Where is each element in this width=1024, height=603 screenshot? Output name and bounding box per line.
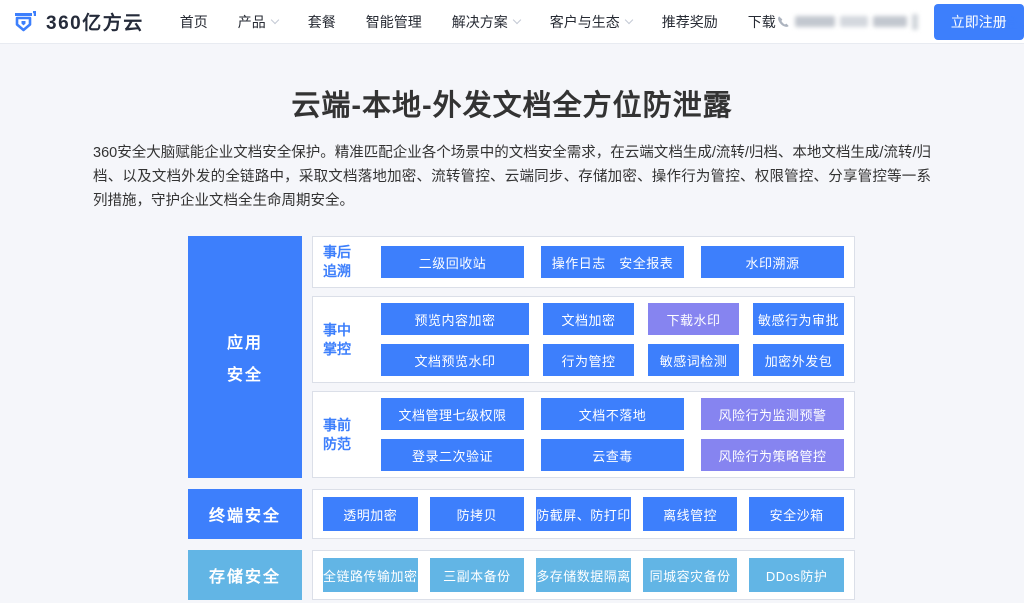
feature-box: 文档加密 — [543, 303, 634, 335]
hero-description: 360安全大脑赋能企业文档安全保护。精准匹配企业各个场景中的文档安全需求，在云端… — [93, 145, 931, 209]
group-pre-event-prevention: 事前 防范 文档管理七级权限 文档不落地 风险行为监测预警 登录二次验证 云查毒… — [312, 391, 855, 478]
storage-security-label: 存储安全 — [188, 550, 302, 600]
nav-item-plans[interactable]: 套餐 — [307, 13, 336, 30]
logo-text: 360亿方云 — [46, 13, 144, 34]
feature-box: 文档不落地 — [541, 398, 684, 430]
terminal-security-label: 终端安全 — [188, 489, 302, 539]
register-button[interactable]: 立即注册 — [933, 3, 1024, 40]
feature-box: 登录二次验证 — [381, 439, 524, 471]
app-security-row: 应用 安全 事后 追溯 二级回收站 操作日志 安全报表 水印溯源 — [188, 236, 855, 478]
feature-box: 加密外发包 — [753, 344, 844, 376]
feature-box: 水印溯源 — [701, 246, 844, 278]
chevron-down-icon — [624, 15, 633, 25]
group-storage-security: 全链路传输加密 三副本备份 多存储数据隔离 同城容灾备份 DDos防护 — [312, 550, 855, 600]
main-nav: 首页 产品 套餐 智能管理 解决方案 客户与生态 推荐奖励 下载 — [180, 12, 776, 32]
security-features-diagram: 应用 安全 事后 追溯 二级回收站 操作日志 安全报表 水印溯源 — [188, 236, 855, 600]
chevron-down-icon — [512, 15, 521, 25]
group-post-event-tracing: 事后 追溯 二级回收站 操作日志 安全报表 水印溯源 — [312, 236, 855, 288]
feature-box: 同城容灾备份 — [642, 558, 738, 592]
nav-item-home[interactable]: 首页 — [179, 13, 208, 30]
feature-box: 云查毒 — [541, 439, 684, 471]
feature-box: 风险行为监测预警 — [701, 398, 844, 430]
feature-box: 文档预览水印 — [381, 344, 529, 376]
page-title: 云端-本地-外发文档全方位防泄露 — [291, 90, 733, 122]
blurred-phone-segment — [872, 16, 907, 27]
app-security-label: 应用 安全 — [188, 236, 302, 478]
feature-box: 下载水印 — [648, 303, 739, 335]
logo[interactable]: 360亿方云 — [12, 8, 144, 35]
login-link[interactable]: 登录 — [1004, 15, 1024, 31]
feature-box: 预览内容加密 — [381, 303, 529, 335]
group-label: 事前 防范 — [323, 416, 351, 452]
feature-box: 全链路传输加密 — [323, 558, 418, 592]
group-label: 事后 追溯 — [323, 244, 351, 279]
top-navbar: 360亿方云 首页 产品 套餐 智能管理 解决方案 客户与生态 推荐奖励 下载 … — [0, 0, 1024, 44]
feature-box: 敏感词检测 — [648, 344, 739, 376]
blurred-phone-segment — [839, 16, 868, 27]
feature-box: 安全沙箱 — [749, 497, 844, 531]
blurred-phone-segment — [794, 16, 835, 27]
nav-item-solutions[interactable]: 解决方案 — [452, 12, 521, 32]
feature-box: DDos防护 — [749, 558, 844, 592]
feature-box: 敏感行为审批 — [753, 303, 844, 335]
storage-security-row: 存储安全 全链路传输加密 三副本备份 多存储数据隔离 同城容灾备份 DDos防护 — [188, 550, 855, 600]
phone-icon — [777, 15, 789, 27]
group-in-process-control: 事中 掌控 预览内容加密 文档加密 下载水印 敏感行为审批 文档预览水印 行为管… — [312, 296, 855, 383]
feature-box: 行为管控 — [543, 344, 634, 376]
feature-box: 二级回收站 — [381, 246, 524, 278]
feature-box: 离线管控 — [642, 497, 738, 531]
nav-item-products[interactable]: 产品 — [238, 12, 279, 32]
terminal-security-row: 终端安全 透明加密 防拷贝 防截屏、防打印 离线管控 安全沙箱 — [188, 489, 855, 539]
chevron-down-icon — [270, 15, 279, 25]
feature-box: 防截屏、防打印 — [536, 497, 631, 531]
feature-box: 防拷贝 — [429, 497, 525, 531]
logo-shield-icon — [15, 11, 36, 32]
nav-item-referral-rewards[interactable]: 推荐奖励 — [661, 13, 718, 30]
main-content: 云端-本地-外发文档全方位防泄露 360安全大脑赋能企业文档安全保护。精准匹配企… — [0, 82, 1024, 600]
feature-box: 多存储数据隔离 — [536, 558, 631, 592]
phone-number-blurred — [776, 13, 918, 30]
group-label: 事中 掌控 — [323, 321, 351, 357]
feature-box: 风险行为策略管控 — [701, 439, 844, 471]
group-terminal-security: 透明加密 防拷贝 防截屏、防打印 离线管控 安全沙箱 — [312, 489, 855, 539]
nav-item-customers-ecosystem[interactable]: 客户与生态 — [550, 12, 633, 32]
nav-item-smart-management[interactable]: 智能管理 — [365, 13, 422, 30]
nav-item-download[interactable]: 下载 — [747, 13, 776, 30]
blurred-phone-segment — [911, 13, 918, 30]
feature-box: 操作日志 安全报表 — [541, 246, 684, 278]
feature-box: 三副本备份 — [429, 558, 525, 592]
feature-box: 透明加密 — [323, 497, 418, 531]
feature-box: 文档管理七级权限 — [381, 398, 524, 430]
